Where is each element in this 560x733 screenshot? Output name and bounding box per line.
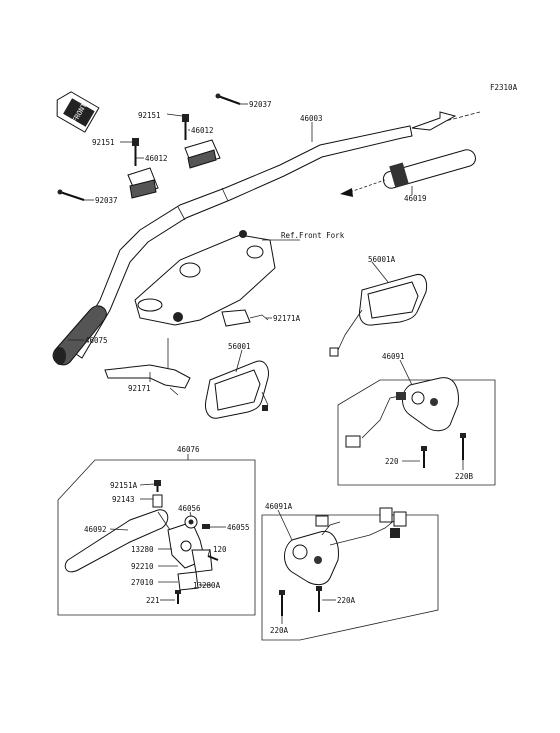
label-221: 221 (146, 596, 160, 605)
mirror-left-56001 (205, 360, 269, 419)
label-46003: 46003 (300, 114, 323, 123)
front-fork-bracket (134, 230, 300, 326)
label-46055: 46055 (227, 523, 250, 532)
clamp-92037-left (57, 189, 85, 201)
label-46012-left: 46012 (145, 154, 168, 163)
label-ref-front-fork: Ref.Front Fork (281, 231, 345, 240)
screw-221 (175, 590, 181, 604)
switch-assembly-46091-box (337, 379, 496, 486)
front-direction-badge: FRONT (56, 91, 100, 133)
leader-lines (68, 103, 464, 624)
screw-46055 (202, 524, 210, 529)
clamp-92037-top (215, 93, 241, 105)
figure-code: F2310A (490, 83, 518, 92)
bracket-92171A (221, 309, 269, 327)
bolt-92151-top (182, 114, 189, 140)
switch-46091A (284, 507, 407, 586)
holder-clamp-left-46012 (127, 167, 159, 199)
bracket-92171 (104, 364, 191, 396)
label-56001: 56001 (228, 342, 251, 351)
screw-120 (207, 555, 219, 561)
part-labels: 92037 92151 46012 46003 92151 46012 9203… (84, 100, 474, 635)
lever-holder (167, 521, 213, 591)
label-46075: 46075 (85, 336, 108, 345)
label-92037-left: 92037 (95, 196, 118, 205)
label-220A-mid: 220A (337, 596, 356, 605)
label-46019: 46019 (404, 194, 427, 203)
label-120: 120 (213, 545, 227, 554)
switch-46091 (345, 377, 459, 448)
mirror-right-56001A (329, 273, 428, 357)
left-grip-46075 (52, 305, 107, 366)
label-92151A: 92151A (110, 481, 138, 490)
label-46091: 46091 (382, 352, 405, 361)
handlebar-46003 (69, 111, 481, 359)
screw-220A-bottom (279, 590, 285, 616)
bolt-92151-left (132, 138, 139, 166)
label-46056: 46056 (178, 504, 201, 513)
screw-220B (460, 433, 466, 460)
label-56001A: 56001A (368, 255, 396, 264)
label-92171: 92171 (128, 384, 151, 393)
screw-220 (421, 446, 427, 468)
bolt-92151A (154, 480, 161, 492)
switch-assembly-46091A-box (261, 514, 439, 641)
label-92210: 92210 (131, 562, 154, 571)
label-13280A: 13280A (193, 581, 221, 590)
nut-46056 (184, 515, 198, 529)
label-220A-bottom: 220A (270, 626, 289, 635)
lever-46092 (64, 509, 171, 573)
lever-assembly-46076-box (57, 459, 256, 616)
label-46076: 46076 (177, 445, 200, 454)
screw-220A-mid (316, 586, 322, 612)
label-92143: 92143 (112, 495, 135, 504)
label-46012-top: 46012 (191, 126, 214, 135)
holder-clamp-top-46012 (184, 139, 221, 169)
label-13280: 13280 (131, 545, 154, 554)
label-46091A: 46091A (265, 502, 293, 511)
collar-92143 (152, 494, 163, 508)
label-92151-left: 92151 (92, 138, 115, 147)
label-220-right: 220 (385, 457, 399, 466)
label-27010: 27010 (131, 578, 154, 587)
right-grip-46019 (340, 149, 476, 197)
label-220B: 220B (455, 472, 474, 481)
label-92151-top: 92151 (138, 111, 161, 120)
label-92171A: 92171A (273, 314, 301, 323)
label-46092: 46092 (84, 525, 107, 534)
label-92037-top: 92037 (249, 100, 272, 109)
